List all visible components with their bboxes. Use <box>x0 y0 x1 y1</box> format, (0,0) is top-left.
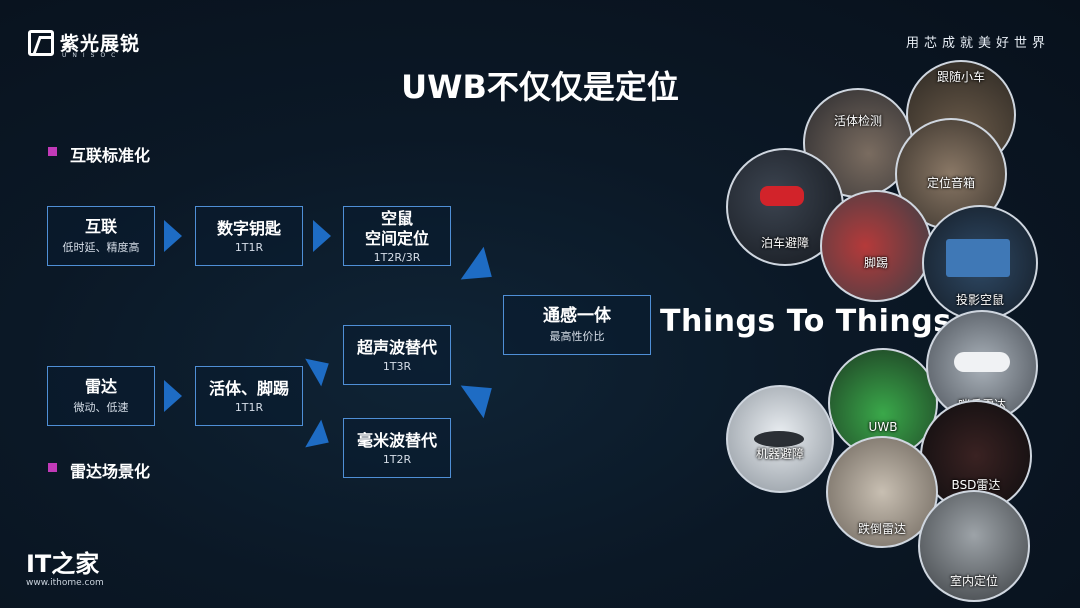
scenario-indoor-pos: 室内定位 <box>918 490 1030 602</box>
box-sub: 1T2R/3R <box>373 250 421 264</box>
scenario-label: 定位音箱 <box>926 176 975 190</box>
arrow-up-right-icon <box>305 349 337 387</box>
scenario-label: UWB <box>868 420 898 434</box>
arrow-right-icon <box>164 380 182 412</box>
arrow-right-icon <box>164 220 182 252</box>
box-vital: 活体、脚踢 1T1R <box>195 366 303 426</box>
box-sub: 1T2R <box>382 452 412 466</box>
box-sub: 1T1R <box>234 400 264 414</box>
box-title: 活体、脚踢 <box>208 378 289 398</box>
box-title: 毫米波替代 <box>356 430 437 450</box>
scenario-kick: 脚踢 <box>820 190 932 302</box>
bullet-icon <box>48 463 57 472</box>
ithome-url: www.ithome.com <box>26 578 104 588</box>
arrow-down-right-icon <box>460 246 504 294</box>
robot-vacuum-icon <box>754 431 804 447</box>
screen-icon <box>946 239 1010 277</box>
box-sub: 最高性价比 <box>549 330 605 343</box>
bullet-icon <box>48 147 57 156</box>
scenario-label: 室内定位 <box>949 574 998 588</box>
box-title: 雷达 <box>84 377 117 396</box>
box-radar: 雷达 微动、低速 <box>47 366 155 426</box>
section-interconnect: 互联标准化 <box>70 146 151 165</box>
scenario-label: 脚踢 <box>863 256 888 270</box>
scenario-robot-avoid: 机器避障 <box>726 385 834 493</box>
box-title: 数字钥匙 <box>216 218 281 238</box>
ithome-logo: IT之家 <box>26 550 100 578</box>
box-title-1: 空鼠 <box>380 208 413 228</box>
red-car-icon <box>760 186 804 206</box>
box-air-mouse: 空鼠 空间定位 1T2R/3R <box>343 206 451 266</box>
arrow-right-icon <box>313 220 331 252</box>
box-mmwave: 毫米波替代 1T2R <box>343 418 451 478</box>
scenario-label: 活体检测 <box>833 114 882 128</box>
box-sub: 1T1R <box>234 240 264 254</box>
box-digital-key: 数字钥匙 1T1R <box>195 206 303 266</box>
scenario-label: 泊车避障 <box>760 236 809 250</box>
box-sub: 低时延、精度高 <box>62 241 140 254</box>
box-title: 超声波替代 <box>356 337 437 357</box>
section-radar: 雷达场景化 <box>70 462 151 481</box>
arrow-up-right-icon <box>460 371 504 419</box>
scenario-projector-mouse: 投影空鼠 <box>922 205 1038 321</box>
box-title-2: 空间定位 <box>364 228 429 248</box>
unisoc-logo-icon <box>28 30 54 56</box>
scenario-label: BSD雷达 <box>951 478 1001 492</box>
scenario-label: 投影空鼠 <box>955 293 1004 307</box>
brand-name-en: UNISOC <box>62 52 122 59</box>
box-ultrasonic: 超声波替代 1T3R <box>343 325 451 385</box>
scenario-label: 跟随小车 <box>936 70 985 84</box>
box-fusion: 通感一体 最高性价比 <box>503 295 651 355</box>
scenario-label: 跌倒雷达 <box>857 522 906 536</box>
white-car-icon <box>954 352 1010 372</box>
brand-name-cn: 紫光展锐 <box>60 33 141 55</box>
page-title: UWB不仅仅是定位 <box>401 68 679 106</box>
brand-slogan: 用芯成就美好世界 <box>905 36 1050 51</box>
box-hulian: 互联 低时延、精度高 <box>47 206 155 266</box>
box-title: 通感一体 <box>543 306 611 326</box>
scenario-label: 机器避障 <box>755 447 804 461</box>
box-sub: 微动、低速 <box>73 401 129 414</box>
arrow-down-right-icon <box>305 419 337 457</box>
box-title: 互联 <box>84 217 117 236</box>
box-sub: 1T3R <box>382 359 412 373</box>
tagline: Things To Things <box>660 304 952 339</box>
